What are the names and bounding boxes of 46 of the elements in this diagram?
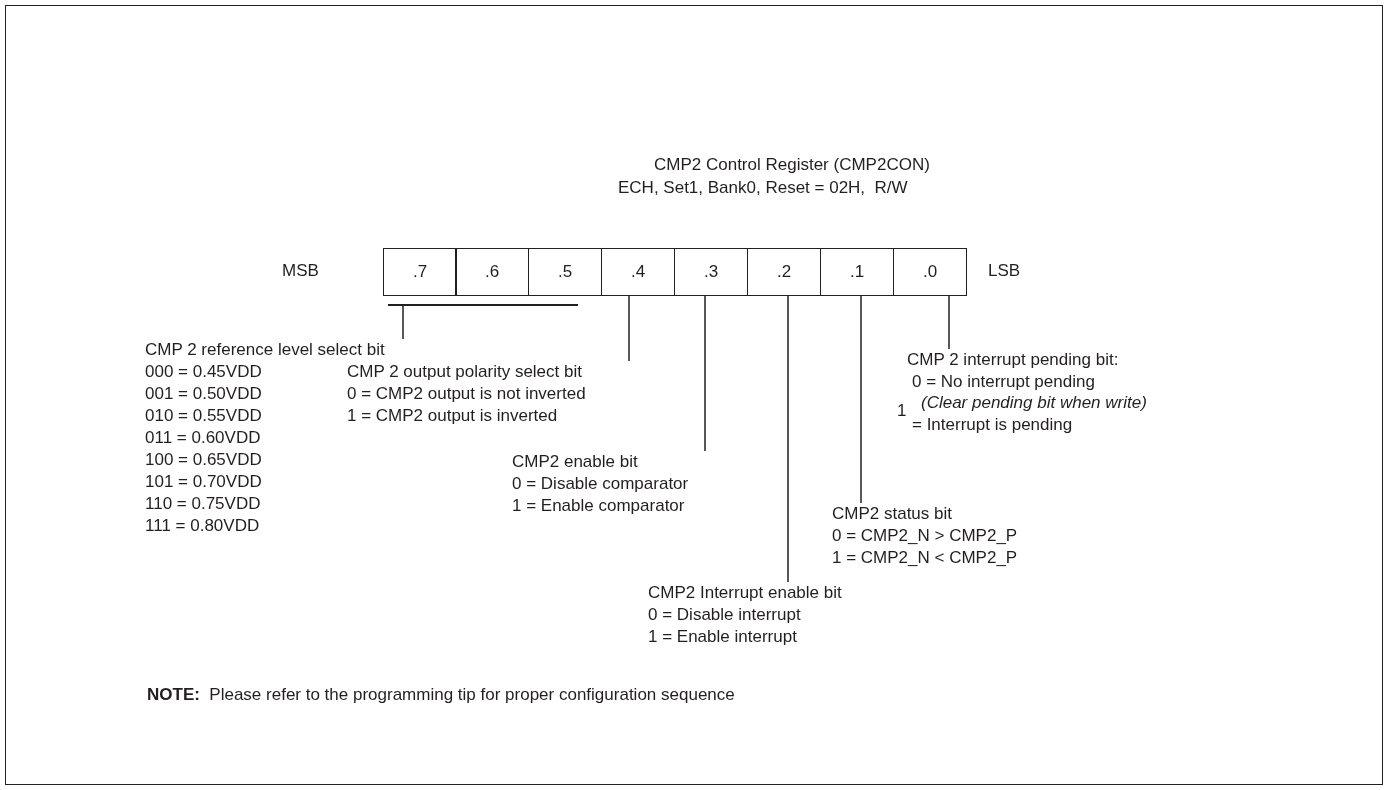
note-text: NOTE: Please refer to the programming tip for proper configuration sequence <box>147 684 735 706</box>
description-line: 1 = Enable comparator <box>512 495 685 517</box>
description-line: 0 = Disable comparator <box>512 473 689 495</box>
description-line: (Clear pending bit when write) <box>921 392 1147 414</box>
register-bit-cell: .6 <box>455 248 529 296</box>
description-line: 1 <box>897 400 907 422</box>
description-line: 101 = 0.70VDD <box>145 471 262 493</box>
register-bit-cell: .0 <box>893 248 967 296</box>
description-heading: CMP 2 reference level select bit <box>145 339 385 361</box>
register-bit-cell: .4 <box>601 248 675 296</box>
register-bit-cell: .7 <box>383 248 457 296</box>
description-line: 1 = Enable interrupt <box>648 626 797 648</box>
description-heading: CMP2 enable bit <box>512 451 638 473</box>
description-line: 0 = CMP2_N > CMP2_P <box>832 525 1018 547</box>
description-line: 0 = CMP2 output is not inverted <box>347 383 586 405</box>
register-bit-cell: .5 <box>528 248 602 296</box>
description-line: 0 = Disable interrupt <box>648 604 801 626</box>
description-heading: CMP2 Interrupt enable bit <box>648 582 842 604</box>
register-bit-cell: .3 <box>674 248 748 296</box>
description-line: 111 = 0.80VDD <box>145 515 260 537</box>
description-line: 001 = 0.50VDD <box>145 383 262 405</box>
register-info: ECH, Set1, Bank0, Reset = 02H, R/W <box>618 177 908 199</box>
description-line: 110 = 0.75VDD <box>145 493 261 515</box>
leader-line <box>704 295 706 452</box>
leader-line <box>787 295 789 583</box>
description-line: = Interrupt is pending <box>912 414 1073 436</box>
lsb-label: LSB <box>988 260 1021 282</box>
msb-label: MSB <box>282 260 319 282</box>
register-bit-cell: .2 <box>747 248 821 296</box>
description-line: 010 = 0.55VDD <box>145 405 262 427</box>
description-line: 1 = CMP2 output is inverted <box>347 405 558 427</box>
leader-line <box>948 295 950 350</box>
description-heading: CMP2 status bit <box>832 503 952 525</box>
bracket-line <box>388 304 578 306</box>
register-title: CMP2 Control Register (CMP2CON) <box>654 154 930 176</box>
description-heading: CMP 2 interrupt pending bit: <box>907 349 1119 371</box>
description-line: 000 = 0.45VDD <box>145 361 262 383</box>
description-line: 100 = 0.65VDD <box>145 449 262 471</box>
description-heading: CMP 2 output polarity select bit <box>347 361 582 383</box>
leader-line <box>860 295 862 504</box>
leader-line <box>628 295 630 362</box>
description-line: 0 = No interrupt pending <box>912 371 1095 393</box>
description-line: 011 = 0.60VDD <box>145 427 261 449</box>
leader-line <box>402 305 404 340</box>
register-bit-cell: .1 <box>820 248 894 296</box>
description-line: 1 = CMP2_N < CMP2_P <box>832 547 1018 569</box>
